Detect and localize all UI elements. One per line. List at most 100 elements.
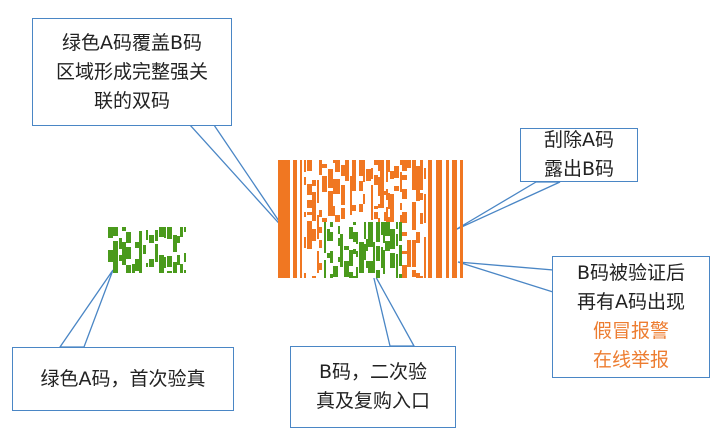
overlay-module: [368, 240, 373, 247]
small-code-module: [164, 257, 166, 268]
overlay-module: [359, 267, 364, 273]
overlay-module: [390, 238, 395, 246]
barcode-module: [319, 163, 322, 175]
small-code-module: [113, 241, 118, 247]
overlay-module: [344, 266, 349, 277]
barcode-module: [416, 166, 420, 176]
barcode-module: [304, 212, 306, 217]
barcode-module: [388, 160, 390, 172]
barcode-module: [424, 210, 426, 216]
small-code-module: [135, 259, 139, 271]
barcode-module: [402, 163, 407, 171]
barcode-module: [412, 181, 416, 185]
overlay-module: [383, 227, 385, 232]
barcode-module: [307, 242, 312, 249]
overlay-module: [330, 222, 333, 227]
barcode-module: [317, 180, 319, 185]
overlay-module: [381, 231, 383, 235]
barcode-module: [319, 227, 322, 233]
overlay-module: [368, 233, 373, 240]
small-code-module: [149, 259, 154, 267]
barcode-module: [322, 188, 327, 192]
overlay-module: [385, 241, 390, 251]
small-code-module: [155, 254, 158, 262]
small-code-module: [177, 236, 180, 239]
overlay-module: [399, 256, 402, 266]
barcode-module: [386, 189, 388, 200]
barcode-module: [304, 177, 306, 185]
barcode-module: [380, 171, 384, 180]
barcode-module: [412, 185, 416, 190]
overlay-module: [390, 229, 395, 233]
barcode-module: [319, 160, 322, 163]
overlay-module: [349, 261, 353, 266]
callout-overlay-description: 绿色A码覆盖B码 区域形成完整强关 联的双码: [32, 18, 232, 126]
barcode-module: [307, 184, 312, 195]
barcode-module: [416, 232, 420, 243]
barcode-module: [400, 203, 402, 210]
barcode-module: [371, 212, 373, 220]
small-code-module: [139, 231, 142, 240]
barcode-module: [424, 241, 426, 252]
barcode-module: [352, 205, 356, 211]
barcode-module: [317, 260, 319, 265]
small-code-module: [113, 227, 118, 236]
overlay-module: [381, 222, 383, 231]
barcode-module: [322, 176, 327, 188]
overlay-module: [349, 227, 353, 239]
callout-line: 绿色A码覆盖B码: [61, 31, 203, 54]
barcode-module: [371, 197, 373, 203]
small-code-module: [122, 242, 126, 249]
callout-alert-line: 假冒报警: [592, 320, 669, 342]
barcode-module: [402, 175, 407, 180]
overlay-module: [396, 222, 398, 229]
barcode-module: [420, 172, 423, 182]
barcode-module: [400, 172, 402, 181]
barcode-module: [384, 191, 386, 195]
barcode-module: [424, 252, 426, 260]
overlay-module: [396, 271, 398, 278]
barcode-module: [402, 195, 407, 199]
barcode-module: [304, 160, 306, 172]
overlay-module: [390, 257, 395, 268]
barcode-module: [319, 240, 322, 248]
barcode-module: [350, 192, 352, 198]
barcode-module: [380, 199, 384, 208]
barcode-module: [386, 160, 388, 167]
overlay-module: [383, 232, 385, 243]
overlay-module: [366, 239, 368, 251]
pointer-code-b: [371, 269, 416, 347]
overlay-module: [344, 261, 349, 266]
barcode-module: [394, 186, 399, 191]
barcode-module: [307, 160, 312, 166]
barcode-guard-bar: [452, 160, 457, 278]
overlay-module: [376, 232, 380, 242]
barcode-module: [307, 237, 312, 242]
small-code-module: [126, 247, 131, 259]
barcode-module: [424, 216, 426, 223]
overlay-module: [327, 236, 330, 241]
overlay-module: [338, 238, 340, 246]
barcode-module: [380, 186, 384, 194]
barcode-module: [322, 164, 327, 168]
overlay-module: [376, 222, 380, 232]
overlay-module: [359, 242, 364, 245]
barcode-module: [312, 192, 316, 203]
barcode-module: [400, 215, 402, 218]
barcode-module: [420, 182, 423, 190]
overlay-module: [373, 242, 375, 249]
barcode-module: [420, 218, 423, 224]
overlay-module: [353, 232, 356, 235]
overlay-module: [381, 247, 383, 254]
barcode-module: [312, 233, 316, 241]
barcode-module: [420, 213, 423, 218]
overlay-module: [396, 241, 398, 246]
barcode-module: [420, 196, 423, 200]
barcode-module: [420, 193, 423, 196]
overlay-module: [340, 245, 343, 257]
overlay-module: [330, 274, 333, 278]
barcode-module: [312, 214, 316, 221]
barcode-module: [412, 211, 416, 218]
barcode-module: [345, 160, 349, 164]
